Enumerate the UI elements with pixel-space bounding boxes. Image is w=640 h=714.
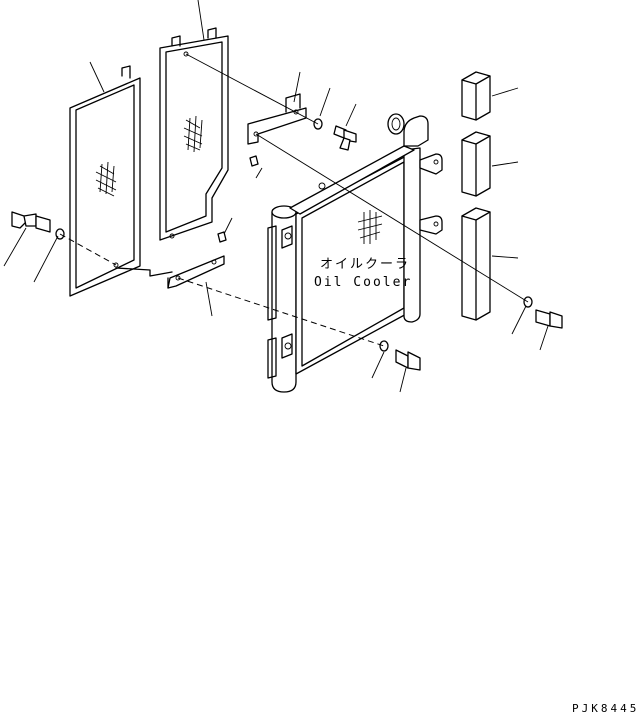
callout-leaders bbox=[3, 0, 549, 393]
mesh-pattern bbox=[357, 210, 383, 244]
mesh-pattern bbox=[95, 161, 117, 197]
oil-cooler-label-en: Oil Cooler bbox=[314, 275, 412, 290]
drawing-code: PJK8445 bbox=[572, 702, 639, 714]
oil-cooler-label-jp: オイルクーラ bbox=[320, 257, 410, 272]
clip-lower bbox=[217, 231, 227, 243]
bolt-lower bbox=[395, 349, 421, 371]
seal-block-top bbox=[461, 71, 491, 121]
seal-block-bottom bbox=[461, 207, 491, 321]
bolt-right bbox=[535, 309, 563, 329]
wing-bolt-left bbox=[11, 211, 51, 233]
wing-bolt-top bbox=[333, 125, 357, 151]
seal-block-middle bbox=[461, 131, 491, 197]
clip-upper bbox=[249, 155, 259, 167]
upper-bracket bbox=[247, 93, 307, 145]
inner-screen-panel bbox=[159, 27, 229, 241]
lower-bracket bbox=[167, 255, 225, 289]
assembly-lines bbox=[59, 53, 529, 347]
washer-lower bbox=[379, 340, 389, 352]
outer-screen-panel bbox=[69, 65, 173, 297]
oil-cooler-core: オイルクーラ Oil Cooler bbox=[267, 113, 443, 393]
mesh-pattern bbox=[183, 115, 203, 153]
